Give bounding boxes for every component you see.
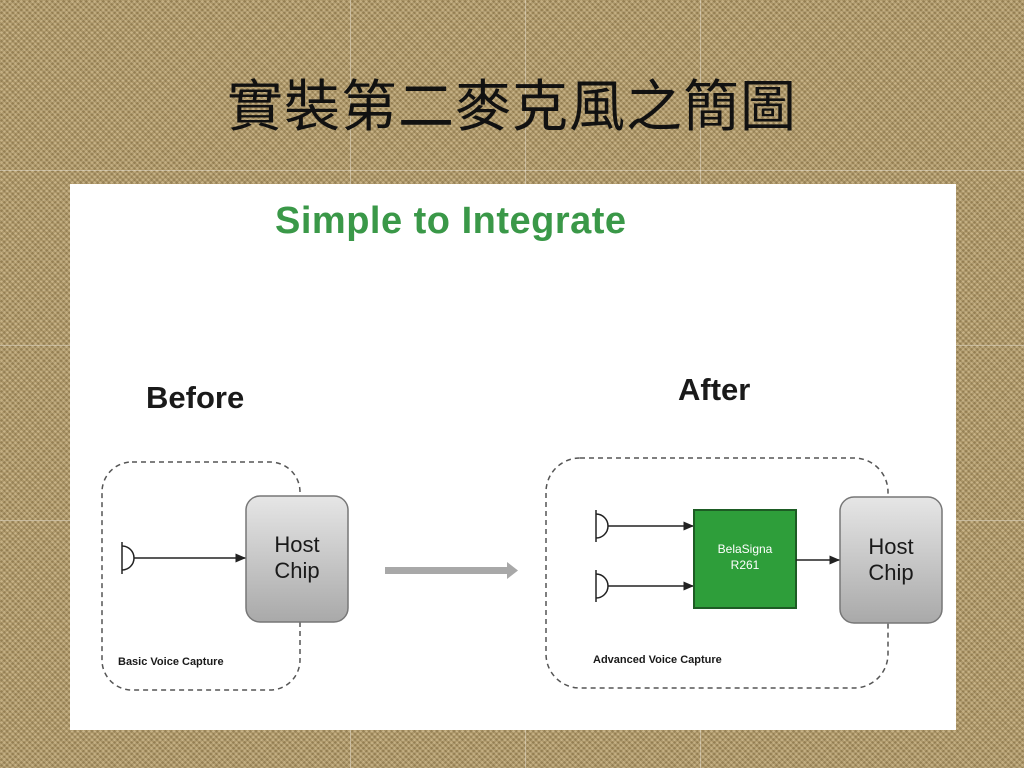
diagram-heading: Simple to Integrate	[275, 200, 627, 242]
basic-capture-caption: Basic Voice Capture	[118, 656, 224, 668]
texture-seam	[0, 170, 1024, 171]
slide-title: 實裝第二麥克風之簡圖	[227, 75, 797, 140]
microphone-icon	[595, 570, 609, 602]
transition-arrow	[385, 562, 518, 579]
belasigna-processor-label: BelaSigna R261	[717, 542, 773, 572]
microphone-icon	[121, 542, 135, 574]
before-label: Before	[146, 380, 245, 415]
host-chip-before-label: Host Chip	[274, 532, 320, 583]
after-label: After	[678, 372, 751, 407]
before-group-box	[101, 461, 301, 691]
integration-diagram	[101, 457, 943, 691]
microphone-icon	[595, 510, 609, 542]
belasigna-processor-box	[693, 509, 797, 609]
host-chip-before	[245, 495, 349, 623]
diagram-panel: Simple to Integrate Before After Host Ch…	[70, 184, 956, 730]
advanced-capture-caption: Advanced Voice Capture	[593, 654, 722, 666]
host-chip-after-label: Host Chip	[868, 534, 914, 585]
host-chip-after	[839, 496, 943, 624]
